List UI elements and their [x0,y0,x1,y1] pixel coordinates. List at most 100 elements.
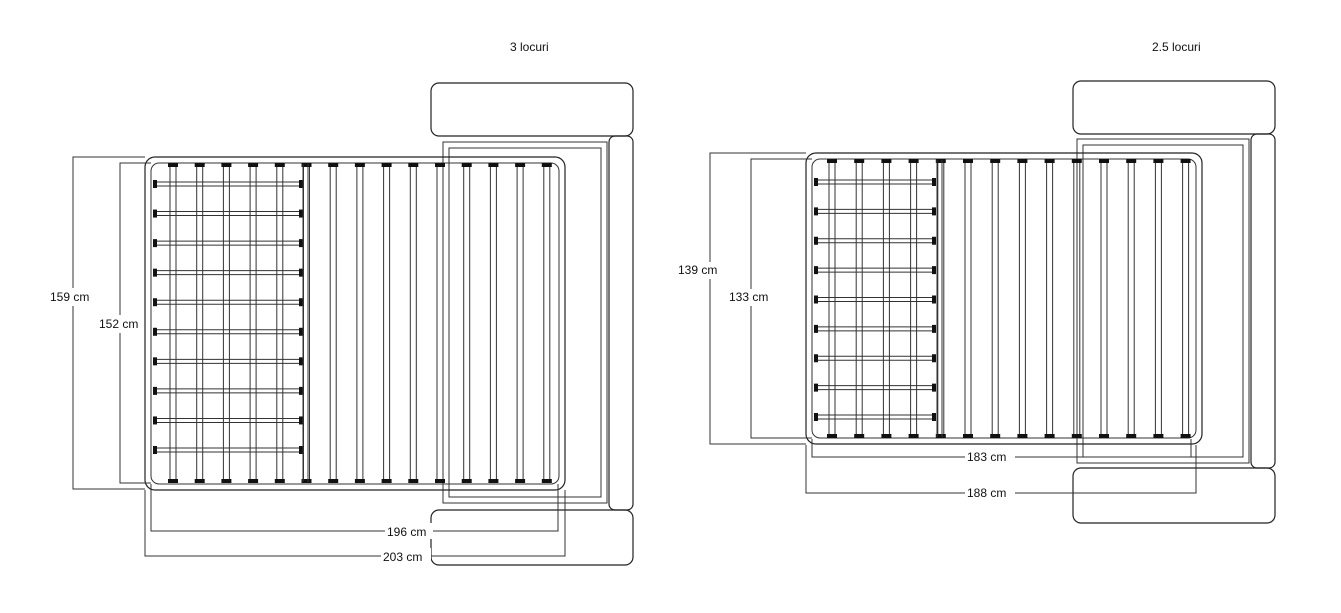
slat-cap [301,163,312,167]
slat-cap [908,434,919,438]
label-bg [381,548,431,564]
seat-frame-inner [448,147,602,498]
armrest-bottom [1072,467,1276,524]
slat-cap [194,163,205,167]
slat-cap [963,159,973,163]
slat-cap [963,434,973,438]
slat-cap [153,357,157,366]
slat-cap [1126,159,1137,163]
slat-cap [935,159,946,163]
slat-cap [814,383,818,392]
sofa-title: 2.5 locuri [1152,40,1201,54]
slat-cap [1126,434,1137,438]
slat-cap [814,207,818,216]
slat-cap [408,479,419,483]
slat-cap [299,357,303,366]
slat-cap [435,163,445,167]
slat-cap [932,178,936,186]
slat-cap [381,163,392,167]
slat-cap [221,479,232,483]
backrest [1250,133,1276,469]
bed-outer-frame [144,156,566,491]
slat-cap [299,298,303,307]
slat-cap [1071,434,1082,438]
slat-cap [1180,434,1191,438]
slat-cap [881,159,892,163]
slat-cap [299,416,303,425]
slat-cap [299,268,303,277]
slat-cap [299,327,303,336]
slat-cap [153,446,157,454]
slat-grid-left [814,178,936,421]
slat-cap [1153,434,1164,438]
slat-cap [541,163,552,167]
label-inner-length: 183 cm [967,450,1006,464]
slat-cap [827,434,837,438]
slat-cap [435,479,445,483]
sofa-title: 3 locuri [510,40,549,54]
slat-cap [1044,434,1055,438]
slat-cap [168,479,178,483]
slat-cap [932,295,936,304]
slat-cap [488,163,499,167]
slat-cap [248,163,259,167]
backrest [608,135,634,511]
dimension-line-outer-length [144,490,566,557]
slat-cap [814,295,818,304]
slat-cap [932,266,936,275]
label-outer-depth: 139 cm [678,263,717,277]
slat-cap [461,163,472,167]
bed-outer-frame [805,152,1203,445]
slat-cap [932,413,936,421]
slat-cap [1017,159,1028,163]
slat-cap [827,159,837,163]
slat-cap [908,159,919,163]
slat-cap [814,413,818,421]
label-bg [965,449,1015,465]
slat-cap [990,159,1001,163]
slat-cap [299,180,303,188]
slat-cap [932,354,936,363]
slat-cap [814,236,818,245]
slat-cap [541,479,552,483]
slat-cap [990,434,1001,438]
label-bg [48,288,88,306]
slat-cap [274,163,285,167]
slat-cap [932,324,936,333]
slat-cap [381,479,392,483]
slat-cap [168,163,178,167]
label-outer-depth: 159 cm [50,290,89,304]
slat-cap [354,163,365,167]
slat-cap [299,386,303,395]
slat-cap [328,479,339,483]
label-bg [727,289,775,306]
slats [168,163,552,483]
armrest-top [430,82,634,137]
slat-cap [1071,159,1082,163]
slat-cap [153,386,157,395]
slat-cap [814,178,818,186]
slat-cap [153,180,157,188]
label-outer-length: 188 cm [967,486,1006,500]
slats [827,159,1191,438]
sofa-3-seater: 3 locuri 159 cm 152 cm 196 cm 203 cm [48,40,634,566]
slat-cap [153,416,157,425]
label-bg [676,262,718,279]
armrest-bottom [430,509,634,566]
slat-cap [854,159,865,163]
slat-cap [153,298,157,307]
slat-cap [248,479,259,483]
slat-cap [488,479,499,483]
slat-cap [354,479,365,483]
slat-cap [881,434,892,438]
sofa-2-5-seater: 2.5 locuri 139 cm 133 cm 183 cm 188 cm [676,40,1276,524]
slat-cap [1153,159,1164,163]
label-outer-length: 203 cm [383,550,422,564]
slat-cap [299,446,303,454]
dimension-line-inner-length [150,484,559,532]
label-inner-length: 196 cm [387,525,426,539]
slat-cap [299,239,303,248]
slat-cap [221,163,232,167]
slat-cap [153,268,157,277]
